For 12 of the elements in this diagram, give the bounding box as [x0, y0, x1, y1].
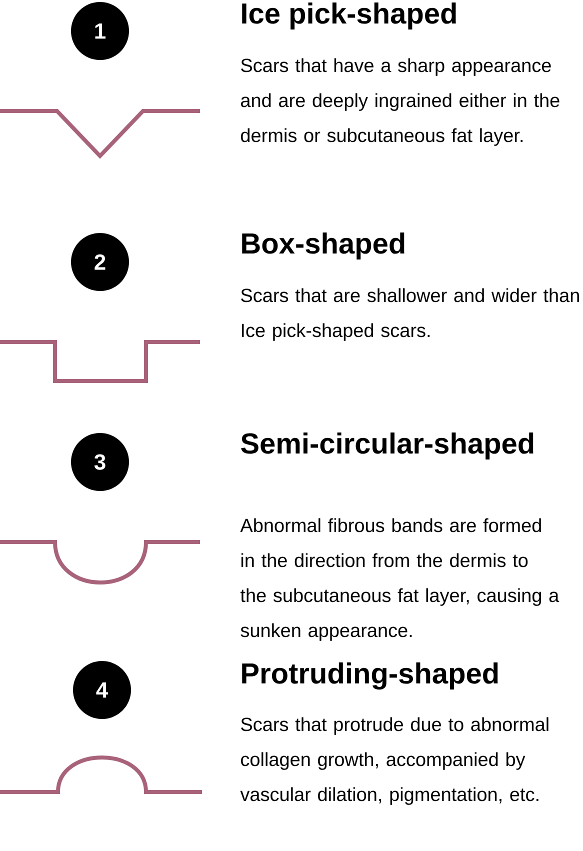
- heading: Box-shaped: [242, 232, 404, 260]
- description-text: Scars that are shallower and wider than Ice pick-shaped scars.: [241, 288, 579, 341]
- number-badge: 4: [73, 661, 131, 719]
- description-text: Scars that protrude due to abnormal collagen growth, accompanied by vascular dilation, pigmentation, etc.: [240, 717, 548, 805]
- number-badge: 1: [71, 2, 129, 60]
- description-text: Scars that have a sharp appearance and are deeply ingrained either in the dermis or subcutaneous fat layer.: [241, 58, 560, 146]
- heading: Protruding-shaped: [242, 662, 498, 690]
- number-badge: 3: [71, 433, 129, 491]
- heading: Ice pick-shaped: [242, 2, 456, 30]
- heading: Semi-circular-shaped: [241, 432, 534, 460]
- number-badge: 2: [71, 233, 129, 291]
- description-text: Abnormal fibrous bands are formed in the direction from the dermis to the subcutaneous fat layer, causing a sunken appearance.: [240, 518, 560, 641]
